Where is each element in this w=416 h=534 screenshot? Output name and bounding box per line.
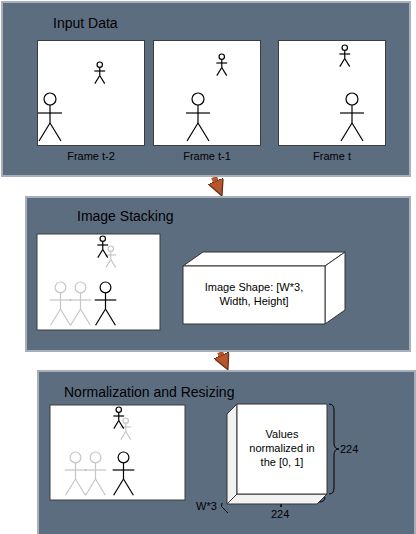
frame-caption: Frame t-2 xyxy=(28,150,154,162)
box-face xyxy=(183,252,345,266)
panel-title: Normalization and Resizing xyxy=(64,384,234,400)
frame-box: Frame t-1 xyxy=(153,40,261,146)
stick-figure xyxy=(216,54,227,76)
box-text: Image Shape: [W*3, Width, Height] xyxy=(190,281,318,309)
box-face xyxy=(237,404,327,494)
stick-figure xyxy=(94,62,105,84)
box-face xyxy=(227,404,237,504)
stick-figure xyxy=(120,418,131,440)
stick-figure xyxy=(97,236,108,258)
stick-figure xyxy=(339,45,350,67)
frame-caption: Frame t xyxy=(269,150,395,162)
frame-ground xyxy=(37,40,145,146)
dimension-label: W*3 xyxy=(196,500,217,512)
stick-figure xyxy=(38,93,62,141)
shape-box: Image Shape: [W*3, Width, Height] xyxy=(183,252,345,324)
stacked-image xyxy=(37,234,160,330)
stick-figure xyxy=(70,282,92,325)
stage-panel: Values normalized in the [0, 1] Normaliza… xyxy=(37,370,416,534)
box-text: Values normalized in the [0, 1] xyxy=(244,428,320,469)
frame-caption: Frame t-1 xyxy=(144,150,270,162)
dimension-label: 224 xyxy=(340,443,358,455)
box-face xyxy=(227,494,327,504)
panel-title: Image Stacking xyxy=(77,208,174,224)
panel-ground xyxy=(1,1,411,177)
frame-box: Frame t-2 xyxy=(37,40,145,146)
stick-figure xyxy=(340,93,364,141)
frame-ground xyxy=(278,40,386,146)
stick-figure xyxy=(113,407,124,429)
stick-figure xyxy=(186,93,210,141)
dimension-label: 224 xyxy=(271,508,289,520)
stage-panel: Image Shape: [W*3, Width, Height] Image S… xyxy=(25,196,411,352)
frame-box: Frame t xyxy=(278,40,386,146)
flow-arrow xyxy=(220,352,223,358)
stick-figure xyxy=(65,452,87,495)
stick-figure xyxy=(85,452,107,495)
stick-figure xyxy=(113,452,135,495)
tensor-cube: Values normalized in the [0, 1] xyxy=(227,404,327,504)
stage-panel: Frame t-2Frame t-1Frame tInput Data xyxy=(1,1,411,177)
panel-title: Input Data xyxy=(53,15,118,31)
dimension-brace xyxy=(329,404,339,494)
frame-ground xyxy=(153,40,261,146)
stacked-image xyxy=(50,405,185,500)
flow-arrow xyxy=(214,177,217,184)
stick-figure xyxy=(95,282,117,325)
stick-figure xyxy=(50,282,72,325)
box-face xyxy=(325,252,345,324)
panel-ground xyxy=(37,370,416,534)
box-face xyxy=(183,266,325,324)
panel-ground xyxy=(25,196,411,352)
